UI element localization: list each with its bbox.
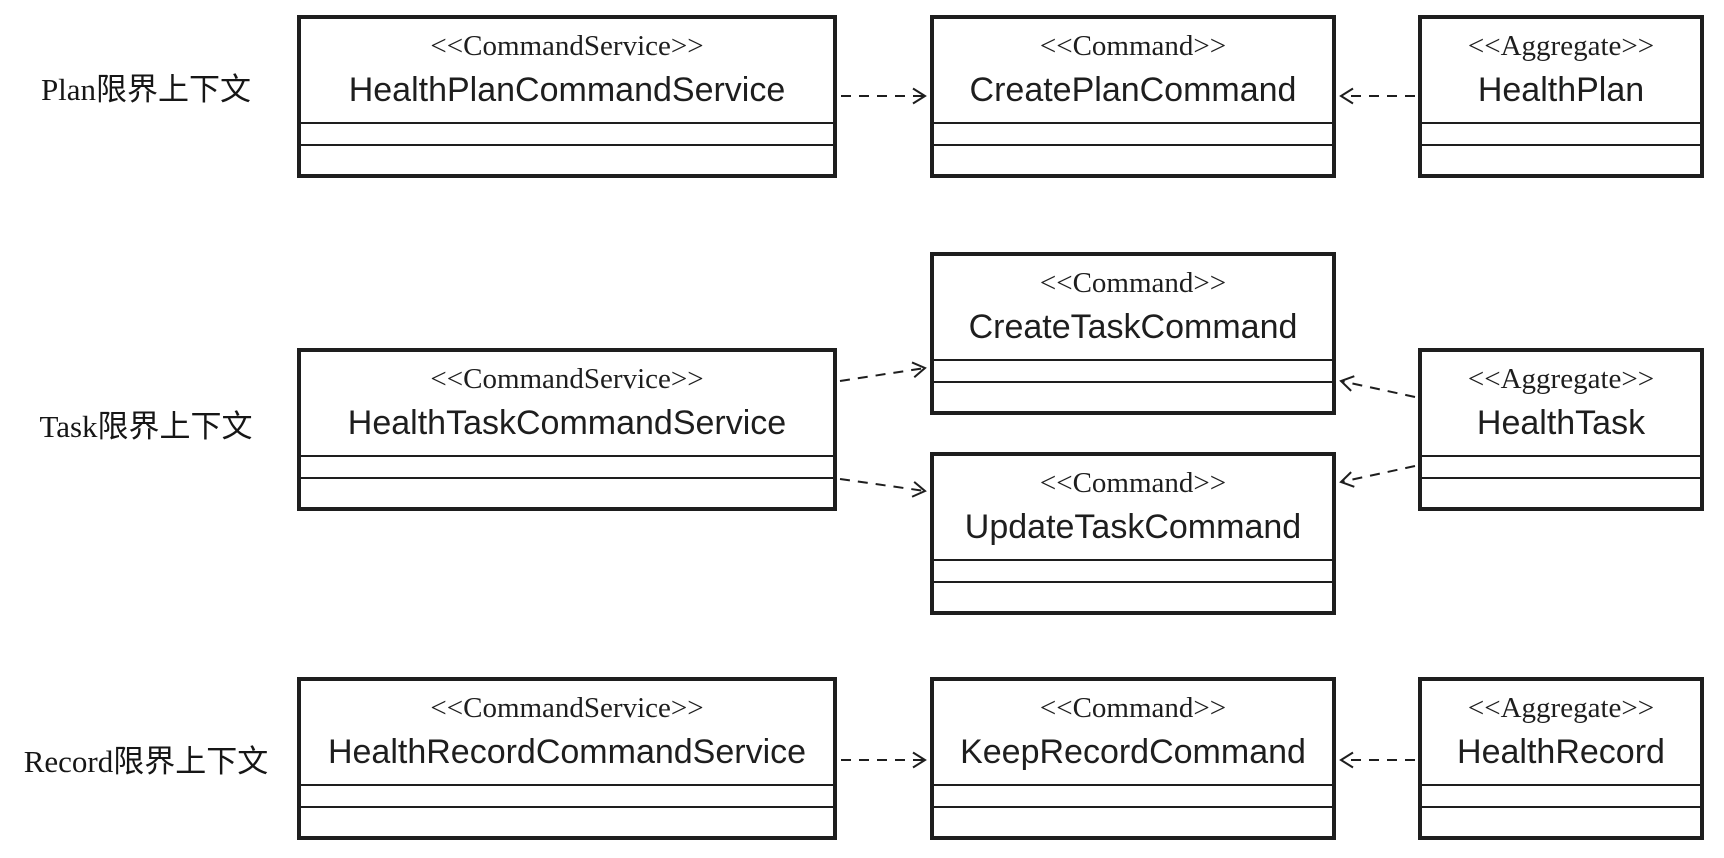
operations-compartment (934, 144, 1332, 174)
class-name: KeepRecordCommand (960, 733, 1306, 772)
bounded-context-label-record: Record限界上下文 (23, 744, 269, 779)
attributes-compartment (301, 784, 833, 806)
stereotype-label: <<Command>> (1039, 267, 1227, 300)
dependency-arrow (839, 361, 927, 382)
title-compartment: <<Command>> KeepRecordCommand (934, 681, 1332, 784)
class-name: UpdateTaskCommand (964, 508, 1302, 547)
stereotype-label: <<Command>> (1039, 692, 1227, 725)
class-name: CreateTaskCommand (968, 308, 1298, 347)
stereotype-label: <<Command>> (1039, 467, 1227, 500)
attributes-compartment (934, 559, 1332, 581)
attributes-compartment (934, 359, 1332, 381)
operations-compartment (301, 806, 833, 836)
class-box-create-plan-command: <<Command>> CreatePlanCommand (930, 15, 1336, 178)
attributes-compartment (301, 455, 833, 477)
stereotype-label: <<CommandService>> (430, 692, 704, 725)
class-box-health-task: <<Aggregate>> HealthTask (1418, 348, 1704, 511)
title-compartment: <<Command>> CreateTaskCommand (934, 256, 1332, 359)
title-compartment: <<CommandService>> HealthPlanCommandServ… (301, 19, 833, 122)
bounded-context-label-plan: Plan限界上下文 (40, 72, 252, 107)
attributes-compartment (1422, 122, 1700, 144)
class-name: HealthTask (1476, 404, 1646, 443)
title-compartment: <<CommandService>> HealthTaskCommandServ… (301, 352, 833, 455)
operations-compartment (301, 144, 833, 174)
title-compartment: <<Aggregate>> HealthRecord (1422, 681, 1700, 784)
title-compartment: <<Command>> UpdateTaskCommand (934, 456, 1332, 559)
class-name: HealthPlanCommandService (348, 71, 786, 110)
operations-compartment (1422, 477, 1700, 507)
stereotype-label: <<Command>> (1039, 30, 1227, 63)
stereotype-label: <<CommandService>> (430, 30, 704, 63)
class-name: CreatePlanCommand (969, 71, 1297, 110)
dependency-arrow (1339, 465, 1416, 488)
title-compartment: <<CommandService>> HealthRecordCommandSe… (301, 681, 833, 784)
class-name: HealthPlan (1477, 71, 1645, 110)
class-box-create-task-command: <<Command>> CreateTaskCommand (930, 252, 1336, 415)
dependency-arrow (839, 478, 927, 498)
operations-compartment (934, 806, 1332, 836)
operations-compartment (934, 581, 1332, 611)
dependency-arrow (1339, 375, 1416, 398)
attributes-compartment (934, 784, 1332, 806)
class-box-health-record: <<Aggregate>> HealthRecord (1418, 677, 1704, 840)
class-name: HealthTaskCommandService (347, 404, 787, 443)
operations-compartment (301, 477, 833, 507)
stereotype-label: <<Aggregate>> (1467, 692, 1655, 725)
class-box-keep-record-command: <<Command>> KeepRecordCommand (930, 677, 1336, 840)
stereotype-label: <<Aggregate>> (1467, 30, 1655, 63)
class-box-health-plan-command-service: <<CommandService>> HealthPlanCommandServ… (297, 15, 837, 178)
title-compartment: <<Aggregate>> HealthTask (1422, 352, 1700, 455)
class-box-health-task-command-service: <<CommandService>> HealthTaskCommandServ… (297, 348, 837, 511)
stereotype-label: <<CommandService>> (430, 363, 704, 396)
class-box-health-record-command-service: <<CommandService>> HealthRecordCommandSe… (297, 677, 837, 840)
class-box-update-task-command: <<Command>> UpdateTaskCommand (930, 452, 1336, 615)
bounded-context-label-task: Task限界上下文 (39, 409, 253, 444)
attributes-compartment (1422, 784, 1700, 806)
stereotype-label: <<Aggregate>> (1467, 363, 1655, 396)
operations-compartment (1422, 144, 1700, 174)
attributes-compartment (301, 122, 833, 144)
operations-compartment (934, 381, 1332, 411)
title-compartment: <<Command>> CreatePlanCommand (934, 19, 1332, 122)
attributes-compartment (1422, 455, 1700, 477)
operations-compartment (1422, 806, 1700, 836)
class-name: HealthRecordCommandService (327, 733, 807, 772)
class-name: HealthRecord (1457, 733, 1665, 772)
class-box-health-plan: <<Aggregate>> HealthPlan (1418, 15, 1704, 178)
attributes-compartment (934, 122, 1332, 144)
title-compartment: <<Aggregate>> HealthPlan (1422, 19, 1700, 122)
